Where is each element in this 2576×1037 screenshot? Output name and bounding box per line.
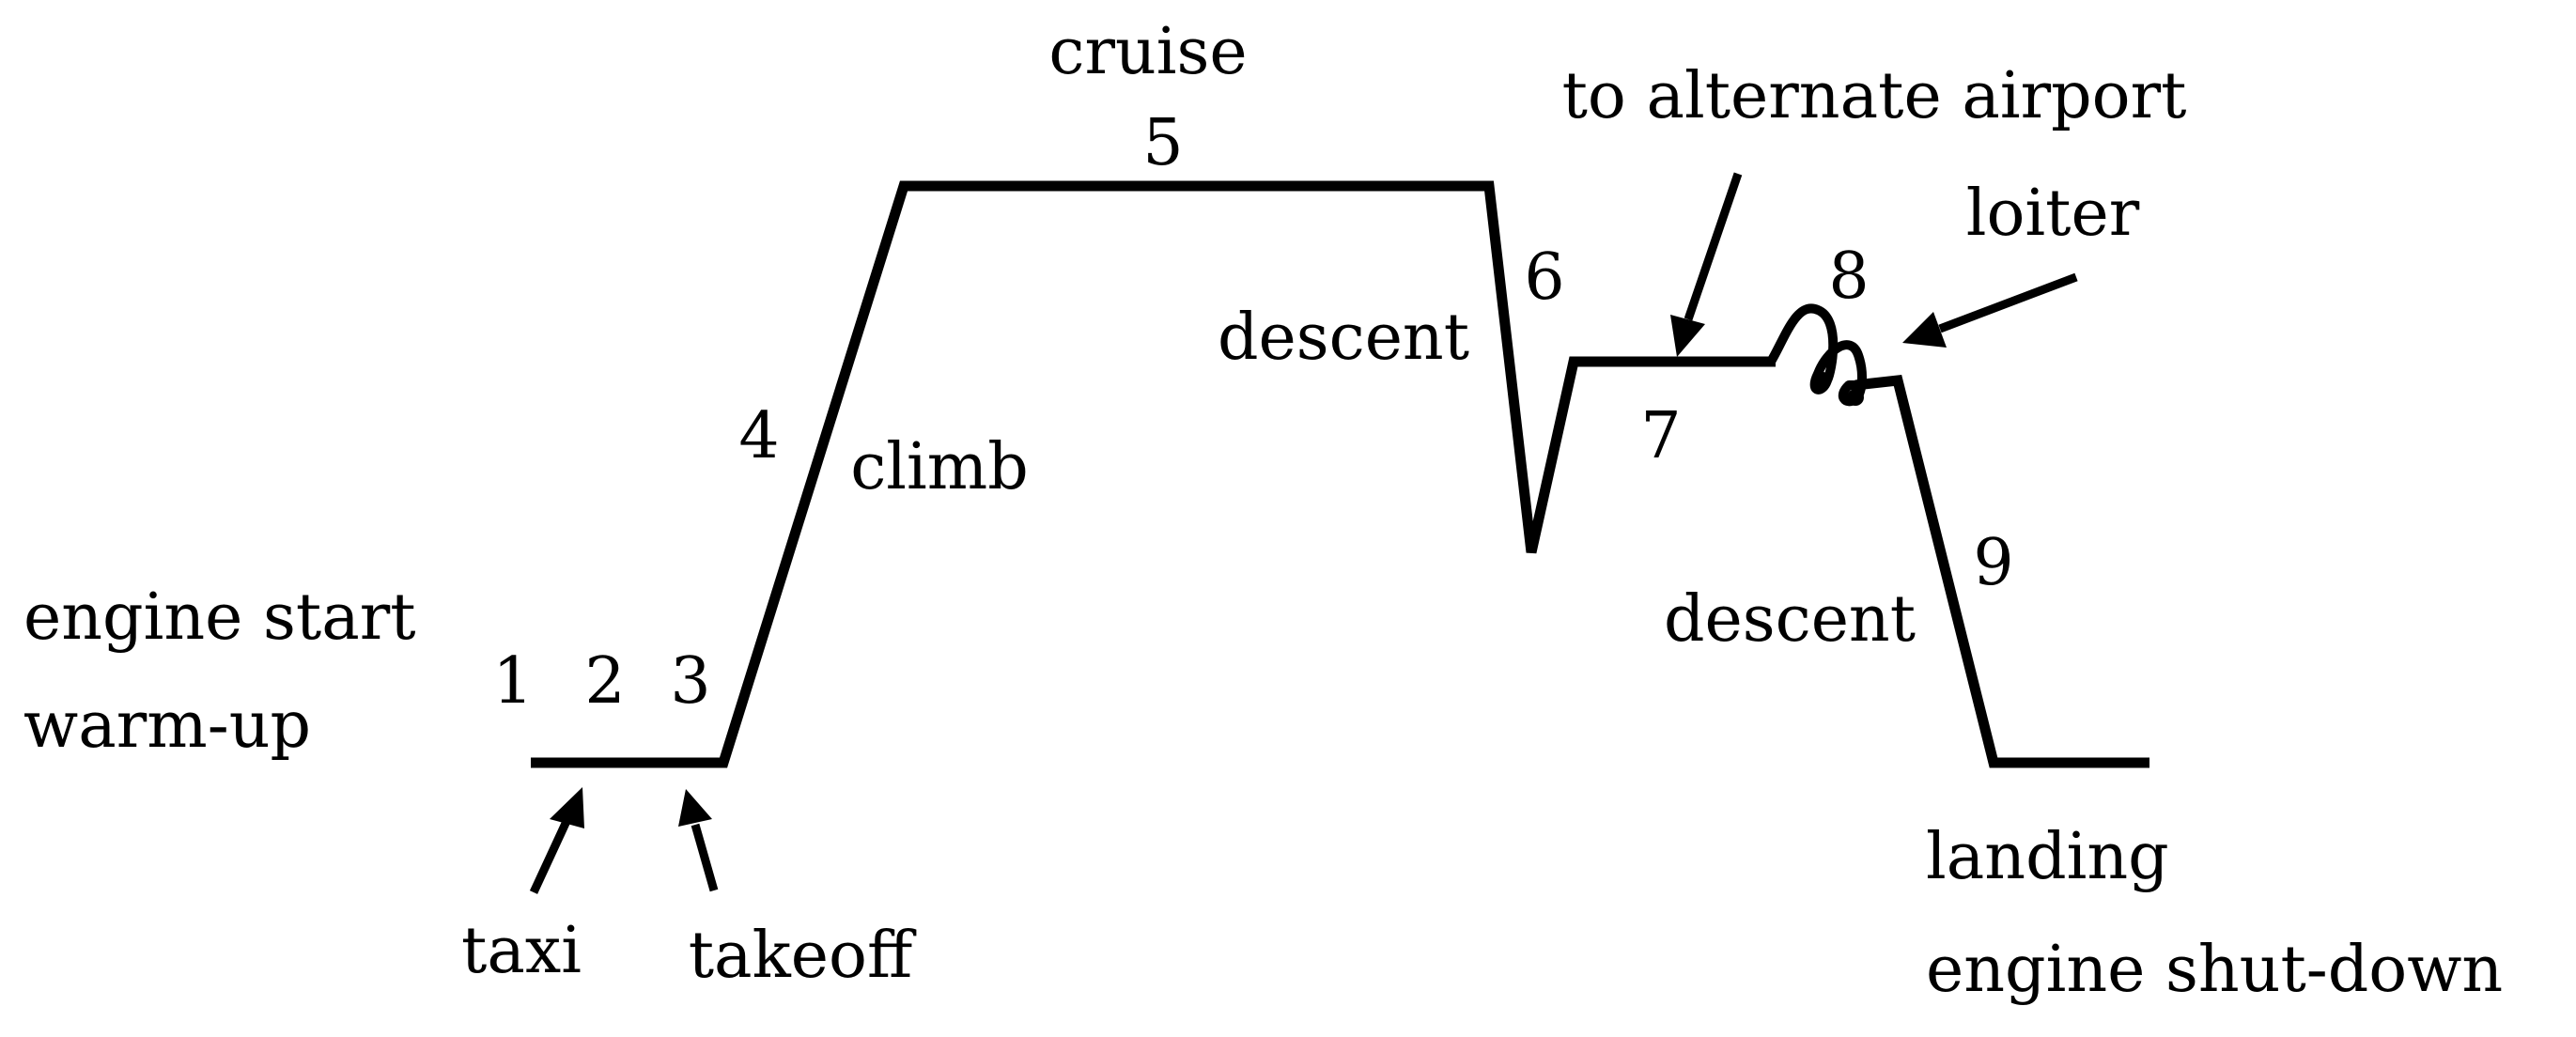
segment-number-9: 9 <box>1973 526 2013 600</box>
segment-number-5: 5 <box>1142 106 1183 180</box>
climb-label: climb <box>850 430 1029 504</box>
segment-number-3: 3 <box>670 644 710 719</box>
landing-label: landing <box>1926 820 2169 894</box>
takeoff-arrow <box>678 789 719 892</box>
descent-label-1: descent <box>1218 301 1469 375</box>
warm-up-label: warm-up <box>23 689 311 763</box>
taxi-label: taxi <box>461 914 582 988</box>
alternate-airport-label: to alternate airport <box>1562 59 2187 133</box>
taxi-arrow <box>529 787 584 894</box>
takeoff-label: takeoff <box>689 919 917 993</box>
segment-number-1: 1 <box>492 644 533 719</box>
descent-label-2: descent <box>1664 582 1916 657</box>
loiter-loop-knot-2 <box>1847 389 1864 406</box>
segment-number-4: 4 <box>738 399 779 473</box>
segment-number-2: 2 <box>584 644 625 719</box>
mission-profile-path <box>531 180 1776 768</box>
loiter-arrow <box>1902 272 2078 348</box>
final-descent-path <box>1854 375 2149 768</box>
loiter-label: loiter <box>1966 177 2140 251</box>
segment-number-8: 8 <box>1828 240 1869 314</box>
engine-start-label: engine start <box>23 580 416 655</box>
segment-number-6: 6 <box>1524 240 1564 315</box>
segment-number-7: 7 <box>1640 399 1681 473</box>
loiter-loop-knot-1 <box>1814 372 1831 389</box>
cruise-label: cruise <box>1048 15 1247 89</box>
alternate-airport-arrow <box>1670 172 1743 357</box>
engine-shut-down-label: engine shut-down <box>1926 933 2503 1007</box>
